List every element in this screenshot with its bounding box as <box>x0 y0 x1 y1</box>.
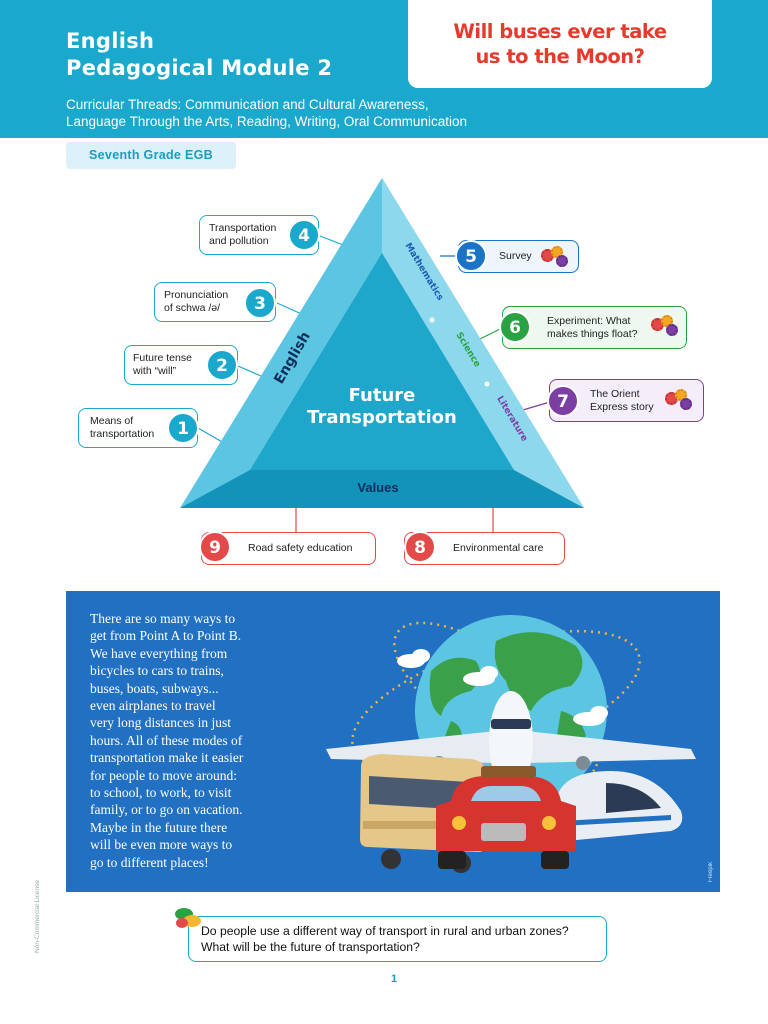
discussion-text: Do people use a different way of transpo… <box>201 923 569 955</box>
values-label: Values <box>357 480 398 495</box>
reading-text: There are so many ways to get from Point … <box>90 610 272 871</box>
header-banner: English Pedagogical Module 2 Curricular … <box>0 0 768 138</box>
reading-line: There are so many ways to <box>90 611 236 626</box>
reading-line: even airplanes to travel <box>90 698 216 714</box>
pyramid-base <box>180 470 584 508</box>
item-number-6: 6 <box>499 311 531 343</box>
item-4-line-1: Transportation <box>209 222 277 234</box>
reading-line: very long distances in just <box>90 715 231 731</box>
discussion-line-2: What will be the future of transportatio… <box>201 940 420 954</box>
reading-line: buses, boats, subways... <box>90 680 219 696</box>
threads-line-1: Curricular Threads: Communication and Cu… <box>66 97 429 112</box>
module-title: English Pedagogical Module 2 <box>66 28 332 82</box>
item-7-line-1: The Orient <box>590 387 640 400</box>
module-diagram: Future Transportation English Mathematic… <box>0 170 768 580</box>
reading-line: transportation make it easier <box>90 750 244 766</box>
center-title-line-1: Future <box>349 385 416 406</box>
pyramid-graphic: Future Transportation English Mathematic… <box>180 178 584 532</box>
item-number-3: 3 <box>244 287 276 319</box>
item-1-line-1: Means of <box>90 415 134 427</box>
discussion-line-1: Do people use a different way of transpo… <box>201 924 569 938</box>
guiding-question: Will buses ever take us to the Moon? <box>453 20 667 68</box>
guiding-question-box: Will buses ever take us to the Moon? <box>408 0 712 88</box>
threads-line-2: Language Through the Arts, Reading, Writ… <box>66 114 467 129</box>
title-line-1: English <box>66 29 155 53</box>
item-1-line-2: transportation <box>90 428 155 440</box>
title-line-2: Pedagogical Module 2 <box>66 56 333 80</box>
reading-line: for people to move around: <box>90 767 237 783</box>
item-number-8: 8 <box>404 531 436 563</box>
reading-panel: There are so many ways to get from Point … <box>66 591 720 892</box>
orbit-path <box>393 621 599 781</box>
grade-badge: Seventh Grade EGB <box>66 142 236 169</box>
item-2-line-2: with “will” <box>133 365 177 377</box>
image-credit: Freepik <box>708 861 714 882</box>
item-number-2: 2 <box>206 349 238 381</box>
transportation-illustration <box>326 615 696 873</box>
train-icon <box>553 771 683 841</box>
reading-line: get from Point A to Point B. <box>90 628 242 644</box>
page-number: 1 <box>390 973 398 985</box>
item-number-4: 4 <box>288 219 320 251</box>
reading-line: hours. All of these modes of <box>90 732 243 748</box>
item-number-1: 1 <box>167 412 199 444</box>
pyramid-inner <box>250 253 514 470</box>
center-title-line-2: Transportation <box>307 407 457 428</box>
car-icon <box>436 766 576 869</box>
gears-icon <box>665 389 695 411</box>
item-3-line-2: of schwa /ə/ <box>164 302 221 314</box>
item-number-9: 9 <box>199 531 231 563</box>
item-8-line-1: Environmental care <box>453 542 544 554</box>
reading-line: will be even more ways to <box>90 837 233 853</box>
item-9-line-1: Road safety education <box>248 542 353 554</box>
divider-dot-1 <box>429 317 435 323</box>
item-4-line-2: and pollution <box>209 235 269 247</box>
reading-line: to school, to work, to visit <box>90 785 232 801</box>
item-2-line-1: Future tense <box>133 352 192 364</box>
reading-line: bicycles to cars to trains, <box>90 663 224 679</box>
item-number-7: 7 <box>547 385 579 417</box>
item-6-line-2: makes things float? <box>547 327 638 340</box>
reading-line: go to different places! <box>90 854 209 870</box>
gears-icon <box>651 315 681 337</box>
reading-line: family, or to go on vacation. <box>90 802 243 818</box>
item-number-5: 5 <box>455 240 487 272</box>
curricular-threads: Curricular Threads: Communication and Cu… <box>66 96 467 130</box>
item-7-line-2: Express story <box>590 400 654 413</box>
reading-line: Maybe in the future there <box>90 819 228 835</box>
gears-icon <box>541 246 571 268</box>
license-note: Non-Commercial License <box>34 880 41 953</box>
item-3-line-1: Pronunciation <box>164 289 229 301</box>
item-6-line-1: Experiment: What <box>547 314 631 327</box>
item-5-line-1: Survey <box>499 250 532 262</box>
reading-line: We have everything from <box>90 645 228 661</box>
discussion-box: Do people use a different way of transpo… <box>188 916 607 962</box>
divider-dot-2 <box>484 381 490 387</box>
speech-bubbles-icon <box>175 908 201 928</box>
